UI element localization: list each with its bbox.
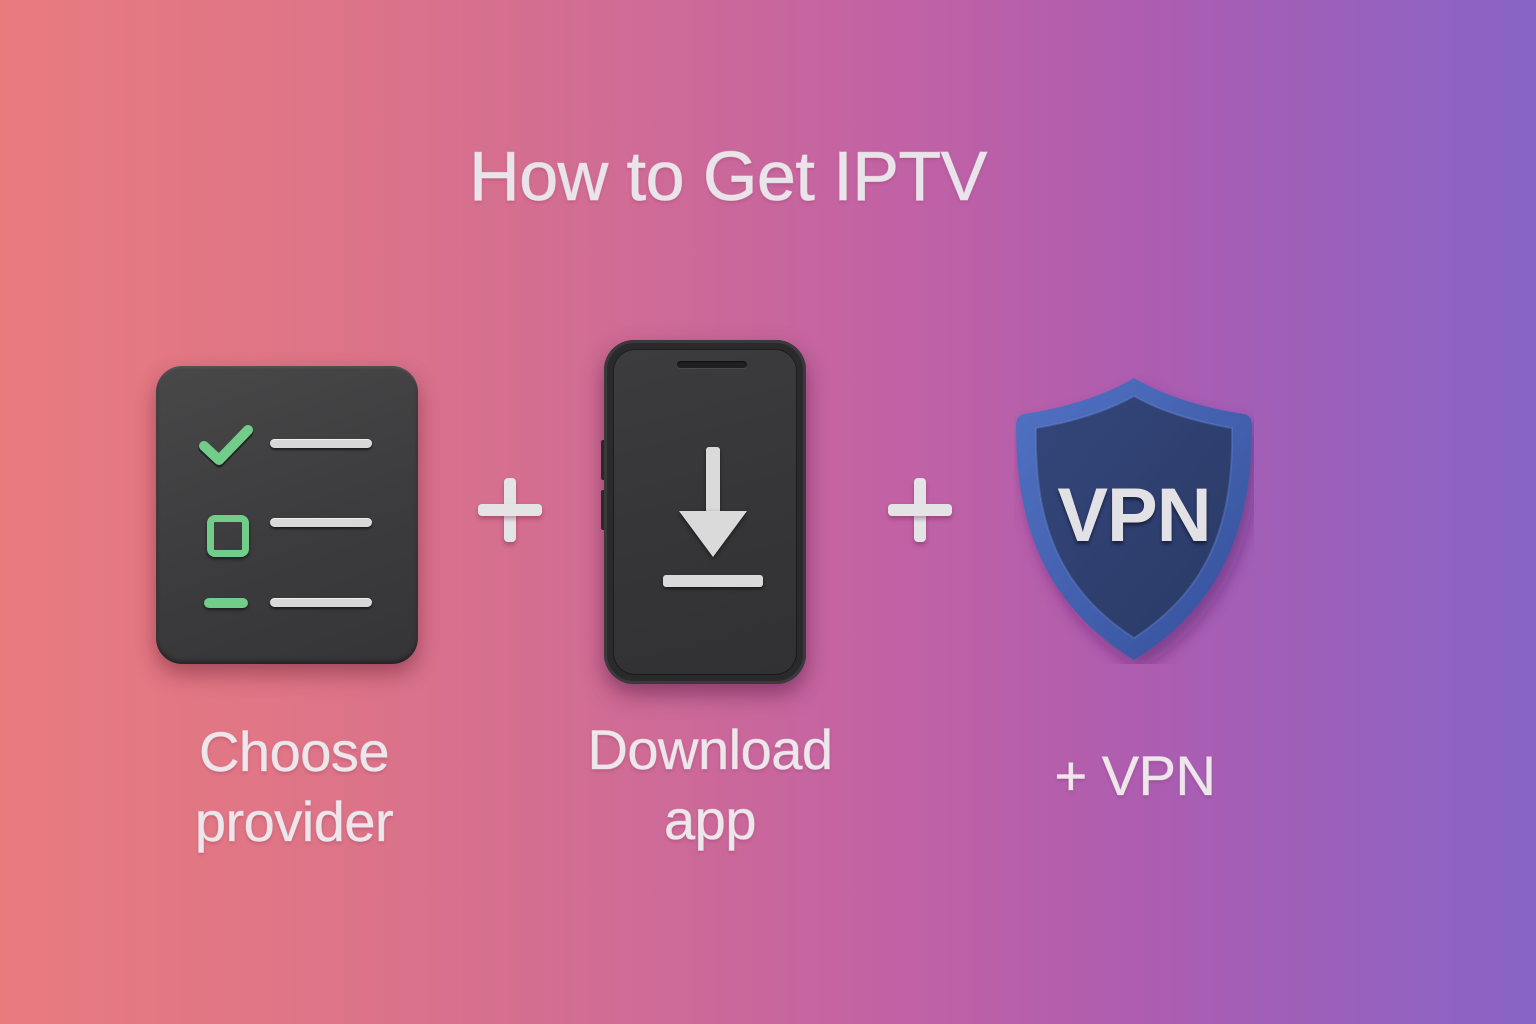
plus-icon-2 (888, 478, 952, 542)
dash-icon (204, 598, 248, 608)
download-base-line (663, 575, 763, 587)
phone-screen (613, 349, 797, 675)
step-1-caption-line-1: Choose (198, 720, 390, 784)
checklist-line-2 (270, 518, 372, 527)
step-1-caption: Choose provider (144, 717, 444, 857)
empty-checkbox-icon (207, 515, 249, 557)
phone-download-icon (601, 340, 806, 684)
phone-side-button (601, 440, 604, 480)
step-2-caption-line-1: Download (587, 718, 833, 782)
step-3-caption-line-1: + VPN (1054, 744, 1216, 808)
checklist-icon (156, 366, 418, 664)
shield-label: VPN (1057, 473, 1211, 558)
checklist-line-3 (270, 598, 372, 607)
phone-side-button (601, 490, 604, 530)
phone-speaker (677, 361, 747, 368)
check-mark-icon (198, 425, 254, 468)
checklist-line-1 (270, 439, 372, 448)
step-3-caption: + VPN (1000, 741, 1270, 811)
page-title: How to Get IPTV (469, 137, 988, 216)
step-2-caption: Download app (560, 715, 860, 855)
step-1-caption-line-2: provider (194, 790, 394, 854)
download-arrow-stem (706, 447, 720, 519)
step-2-caption-line-2: app (664, 788, 757, 852)
plus-icon-1 (478, 478, 542, 542)
shield-shape (1016, 378, 1252, 660)
download-arrow-head (679, 511, 747, 557)
vpn-shield-icon: VPN (1014, 374, 1254, 664)
